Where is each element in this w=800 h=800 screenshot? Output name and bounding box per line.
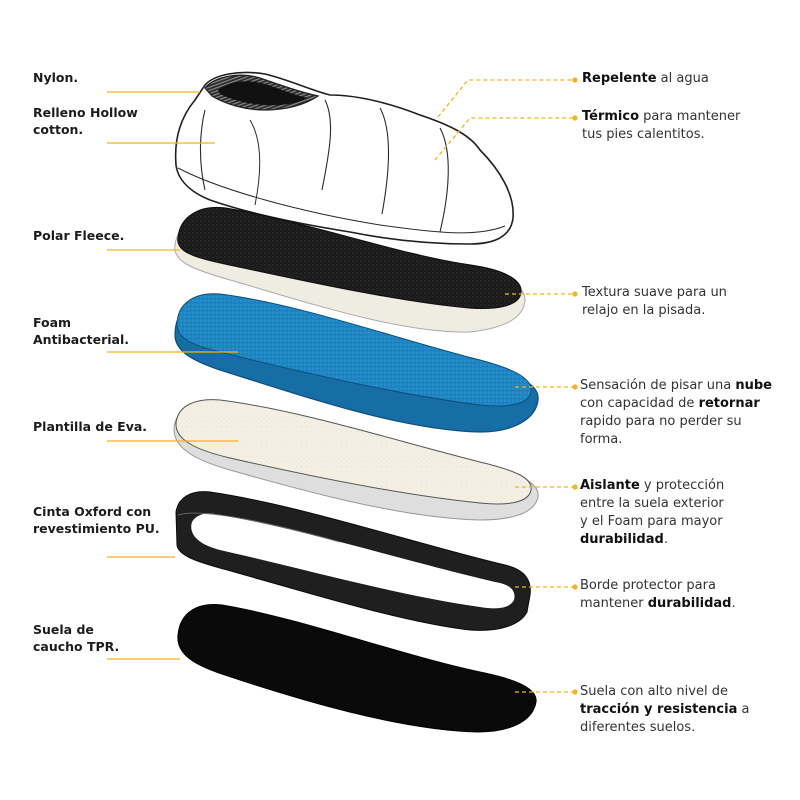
callout-dots <box>572 77 578 695</box>
label-nylon: Nylon. <box>33 70 79 85</box>
desc-borde: Borde protector para mantener durabilida… <box>580 578 736 611</box>
desc-repelente: Repelente al agua <box>582 71 709 86</box>
strap-layer <box>175 491 531 631</box>
label-suela-caucho: Suela de caucho TPR. <box>33 622 120 654</box>
sole-layer <box>177 603 537 733</box>
left-callout-lines <box>107 91 238 660</box>
desc-aislante: Aislante y protección entre la suela ext… <box>580 478 725 547</box>
foam-layer <box>174 293 539 433</box>
slipper-upper <box>174 71 514 245</box>
label-cinta-oxford: Cinta Oxford con revestimiento PU. <box>33 504 160 536</box>
label-relleno-hollow: Relleno Hollow cotton. <box>33 105 138 137</box>
desc-termico: Térmico para mantener tus pies calentito… <box>582 109 741 142</box>
label-plantilla-eva: Plantilla de Eva. <box>33 419 148 434</box>
desc-suela: Suela con alto nivel de tracción y resis… <box>580 684 750 735</box>
label-foam: Foam Antibacterial. <box>33 315 129 347</box>
fleece-layer <box>174 206 526 333</box>
desc-textura: Textura suave para un relajo en la pisad… <box>582 285 727 318</box>
eva-layer <box>173 399 539 521</box>
right-callout-lines <box>434 79 575 693</box>
desc-sensacion: Sensación de pisar una nube con capacida… <box>580 378 772 447</box>
label-polar-fleece: Polar Fleece. <box>33 228 125 243</box>
